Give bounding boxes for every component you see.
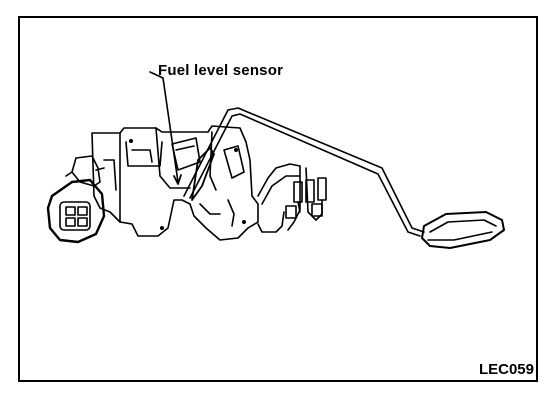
mount-hole xyxy=(234,148,238,152)
sensor-housing xyxy=(91,125,259,241)
float xyxy=(421,211,505,249)
mount-hole xyxy=(242,220,246,224)
resistor-board xyxy=(171,137,245,179)
figure-code: LEC059 xyxy=(478,361,534,378)
leader-arrow xyxy=(173,174,182,185)
float-arm xyxy=(183,107,425,237)
mount-hole xyxy=(129,139,133,143)
electrical-connector xyxy=(46,178,106,244)
callout-label: Fuel level sensor xyxy=(158,62,284,79)
sensor-wiring xyxy=(257,163,327,233)
connector-bracket xyxy=(71,155,101,187)
figure-frame xyxy=(18,16,538,382)
mount-hole xyxy=(160,226,164,230)
